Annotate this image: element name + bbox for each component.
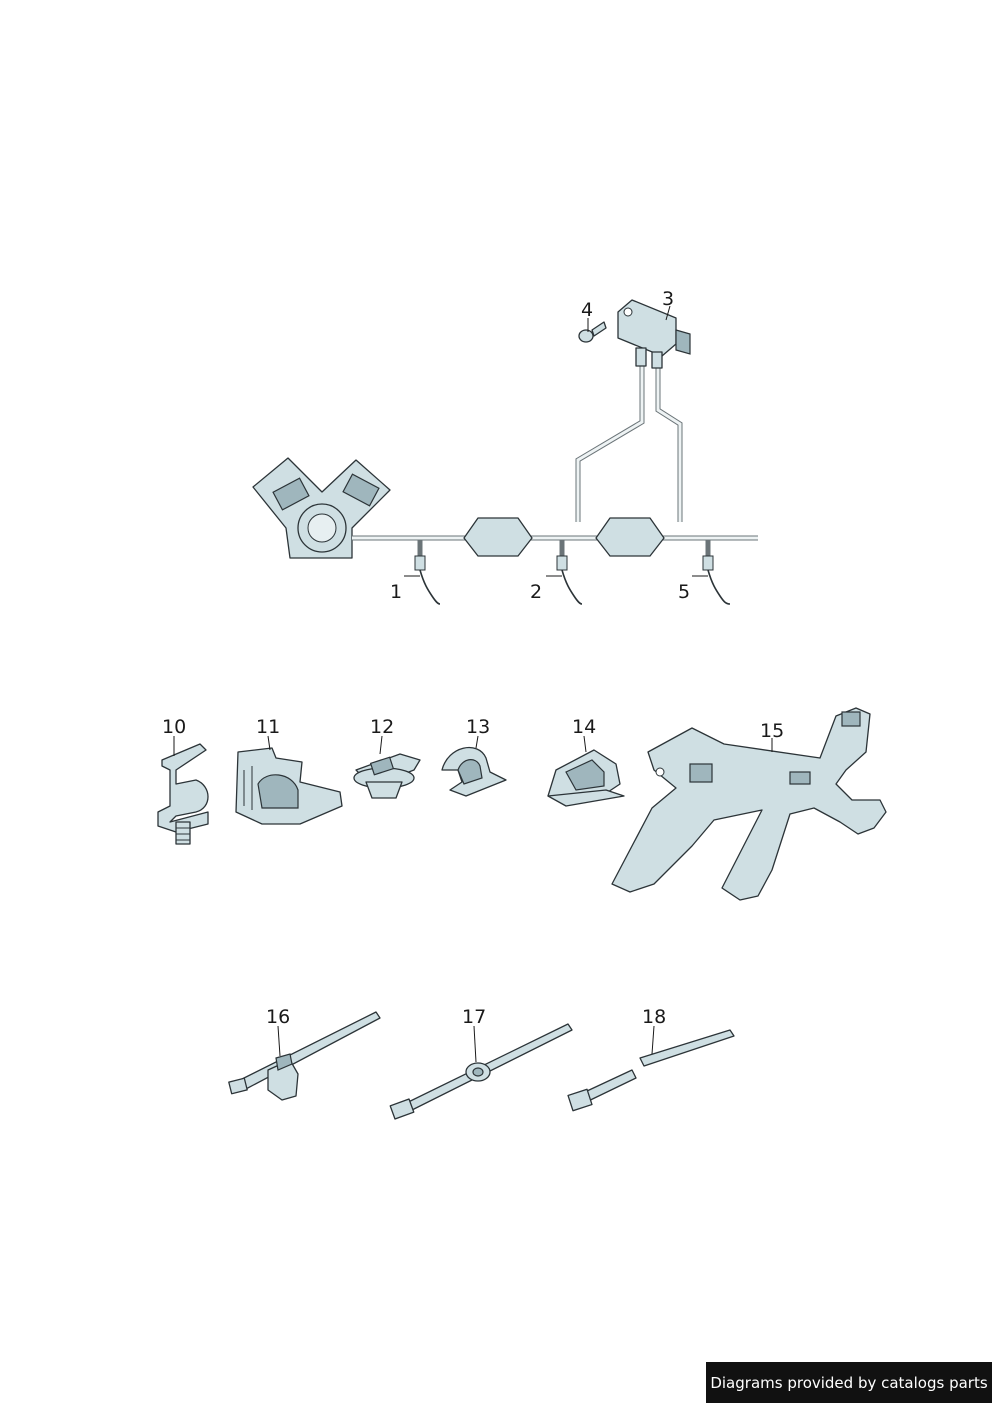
clip-13 [441, 747, 507, 797]
svg-text:3: 3 [662, 288, 674, 310]
svg-text:15: 15 [760, 720, 784, 742]
svg-text:12: 12 [370, 716, 394, 738]
callout-16: 16 [266, 1006, 290, 1057]
bracket-15 [611, 707, 887, 901]
svg-text:14: 14 [572, 716, 596, 738]
engine-exhaust-assembly [252, 299, 758, 605]
callout-5: 5 [678, 575, 708, 603]
svg-text:10: 10 [162, 716, 186, 738]
svg-text:4: 4 [581, 299, 593, 321]
exhaust-sensor-5 [702, 555, 731, 605]
callout-12: 12 [370, 716, 394, 755]
svg-text:5: 5 [678, 581, 690, 603]
callout-1: 1 [390, 575, 420, 603]
svg-text:1: 1 [390, 581, 402, 603]
pressure-sensor [617, 299, 691, 369]
callout-14: 14 [572, 716, 596, 753]
callout-15: 15 [760, 720, 784, 752]
footer-credit: Diagrams provided by catalogs parts [706, 1362, 992, 1403]
svg-text:16: 16 [266, 1006, 290, 1028]
svg-text:11: 11 [256, 716, 280, 738]
bolt [578, 321, 607, 343]
catalytic-converter-1 [463, 517, 533, 557]
exhaust-sensor-2 [556, 555, 583, 605]
svg-text:18: 18 [642, 1006, 666, 1028]
clip-12 [353, 753, 421, 799]
clip-14 [547, 749, 625, 807]
callout-11: 11 [256, 716, 280, 751]
exhaust-sensor-1 [414, 555, 441, 605]
svg-text:13: 13 [466, 716, 490, 738]
cable-tie-16 [228, 1011, 381, 1101]
callout-2: 2 [530, 575, 562, 603]
callout-17: 17 [462, 1006, 486, 1063]
engine-block [252, 457, 391, 559]
svg-text:17: 17 [462, 1006, 486, 1028]
callout-18: 18 [642, 1006, 666, 1055]
callout-10: 10 [162, 716, 186, 756]
holder-11 [235, 747, 343, 825]
callout-13: 13 [466, 716, 490, 749]
catalytic-converter-2 [595, 517, 665, 557]
callout-3: 3 [662, 288, 674, 321]
clip-10 [157, 743, 209, 845]
cable-tie-18 [567, 1029, 735, 1112]
callout-4: 4 [581, 299, 593, 332]
cable-tie-17 [389, 1023, 573, 1120]
svg-text:2: 2 [530, 581, 542, 603]
